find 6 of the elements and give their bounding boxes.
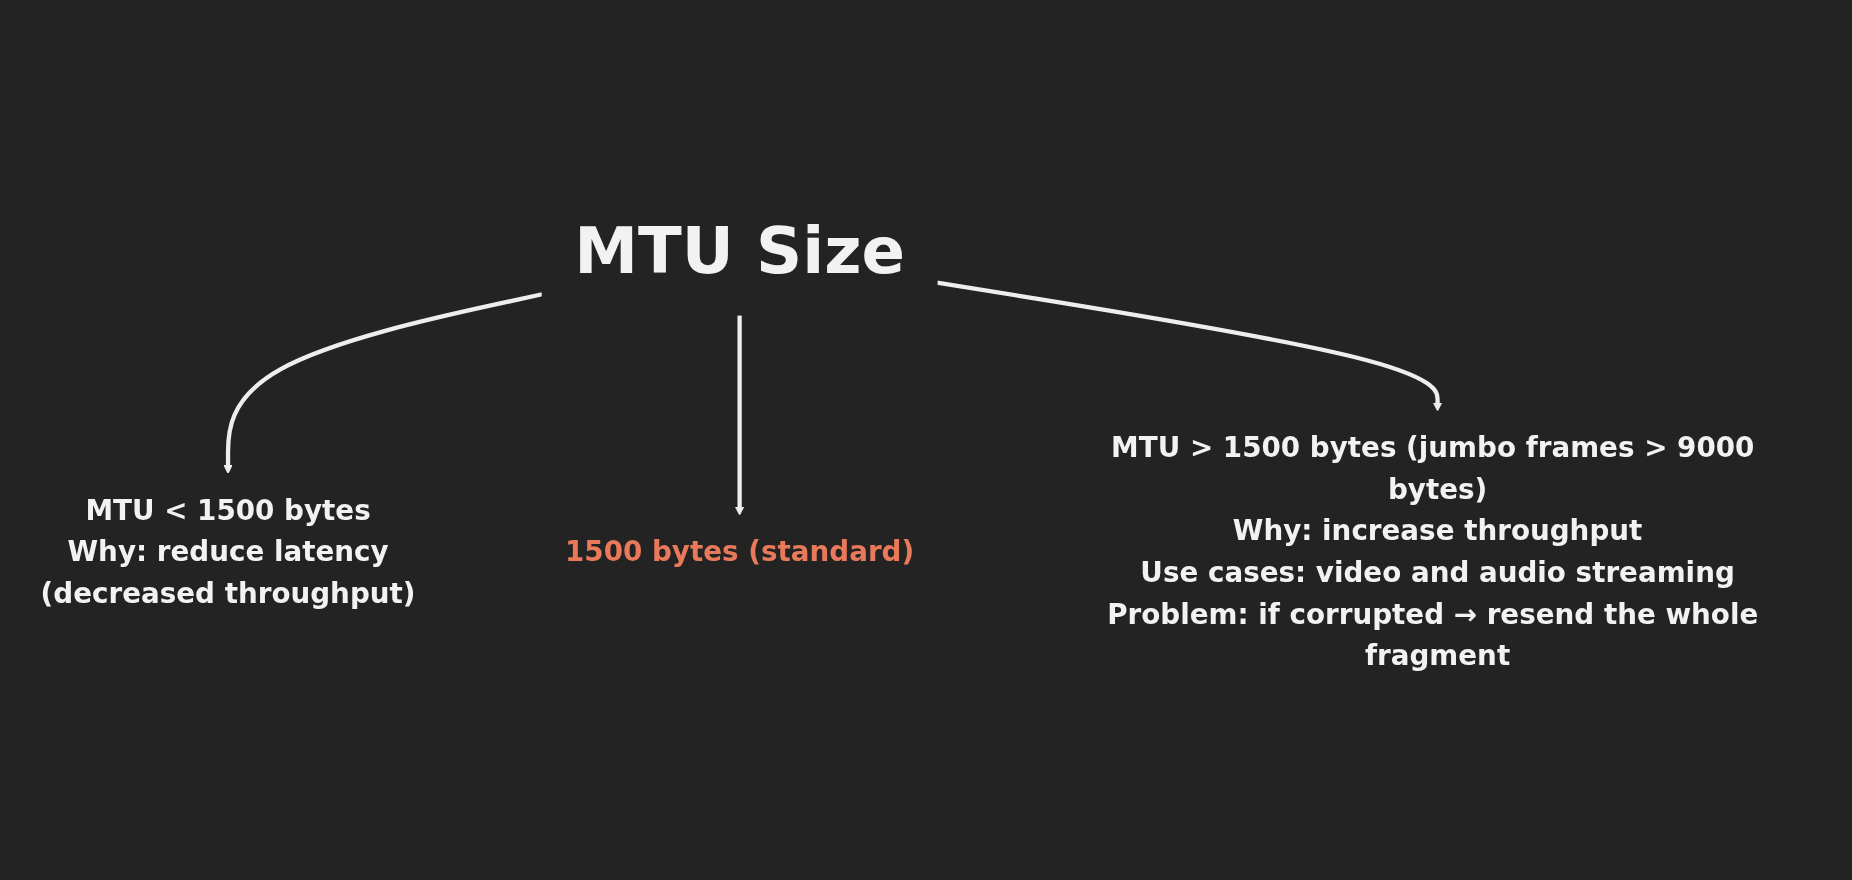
- arrow: [734, 315, 745, 516]
- node-text: MTU > 1500 bytes (jumbo frames > 9000 bytes) Why: increase throughput Use cases: video and audio streaming Problem: if corrupted → resend the whole fragment: [1107, 431, 1759, 672]
- arrow: [223, 292, 543, 475]
- node-text: MTU < 1500 bytes Why: reduce latency (decreased throughput): [40, 493, 416, 610]
- node-text: 1500 bytes (standard): [565, 535, 915, 568]
- node-text: MTU Size: [574, 213, 905, 289]
